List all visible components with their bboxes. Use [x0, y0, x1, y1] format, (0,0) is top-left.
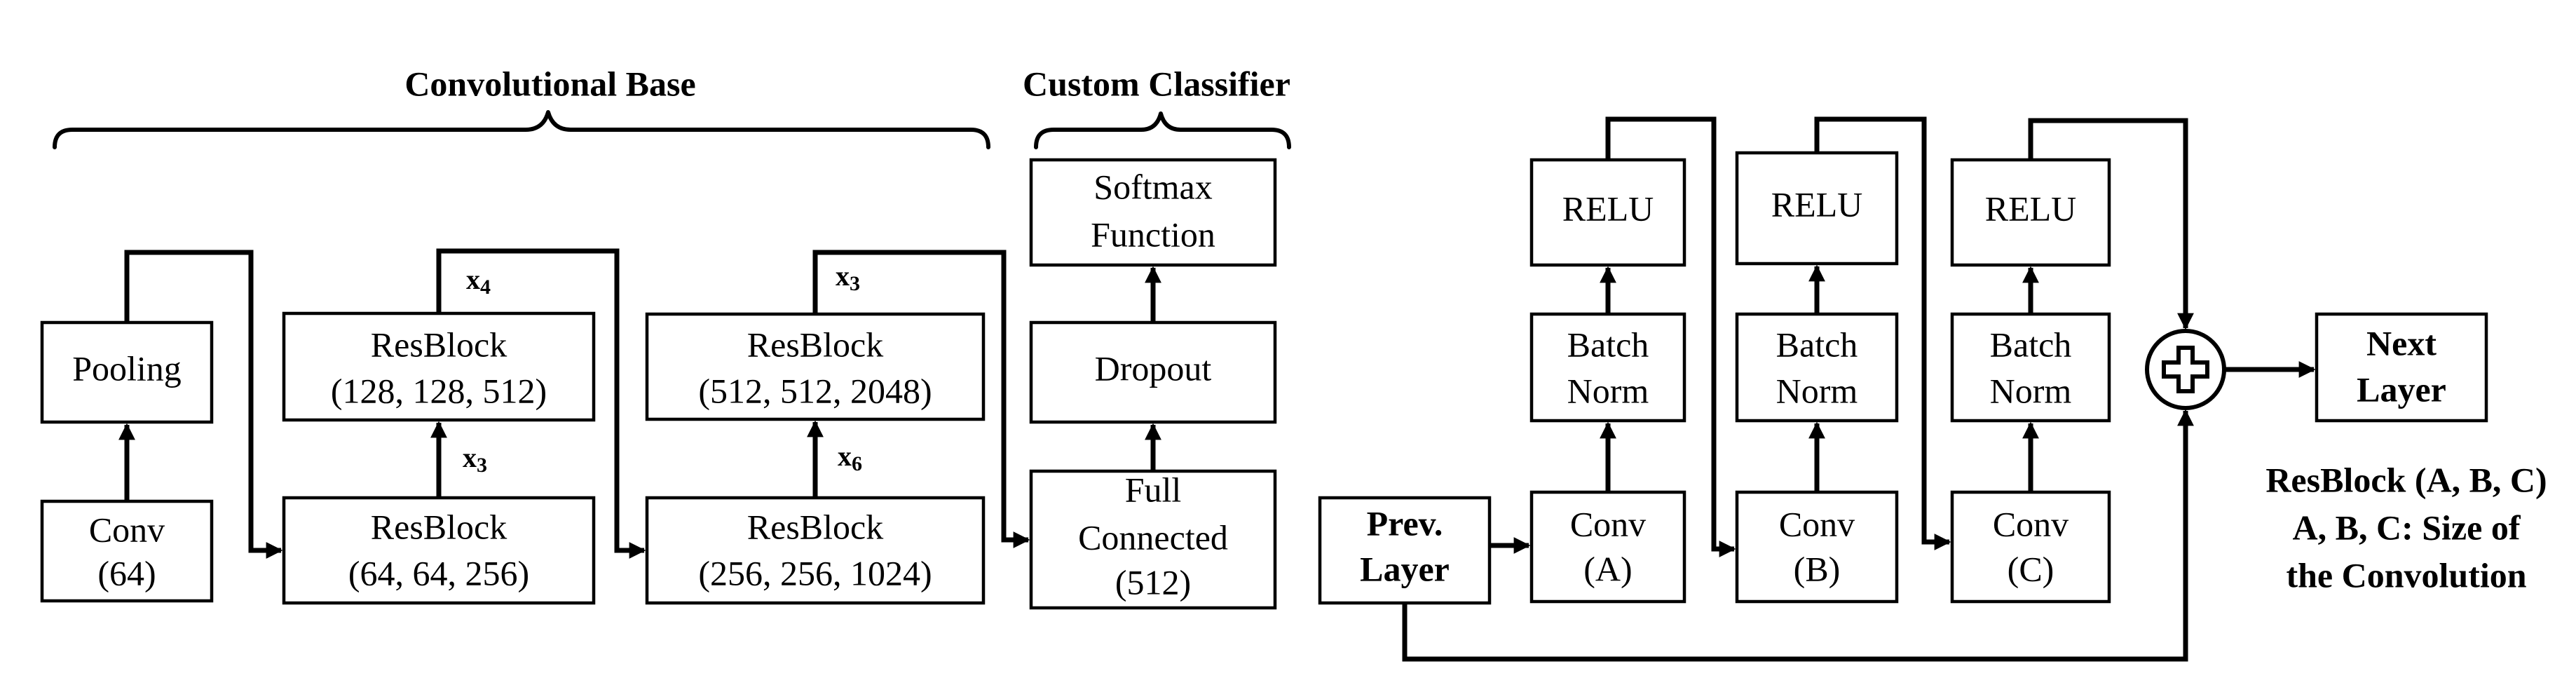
resblock-128-128-512: ResBlock (128, 128, 512): [282, 311, 596, 422]
prev-layer-line2: Layer: [1360, 549, 1450, 588]
conv-a-line2: (A): [1583, 549, 1632, 588]
softmax-line1: Softmax: [1093, 167, 1212, 206]
multiplier-resblock1: x3: [463, 442, 487, 477]
batch-norm-a-line1: Batch: [1567, 325, 1649, 364]
resblock-256-256-1024: ResBlock (256, 256, 1024): [645, 496, 986, 605]
plus-icon: [2145, 329, 2226, 410]
custom-classifier-title: Custom Classifier: [1023, 64, 1290, 103]
multiplier-resblock4: x3: [836, 260, 860, 295]
arrow-resblock4-to-full-connected: [812, 250, 1030, 548]
conv-c-line2: (C): [2008, 549, 2054, 588]
arrow-resblock2-to-resblock3: [436, 248, 646, 559]
legend-line3: the Convolution: [2286, 555, 2526, 595]
batch-norm-b-line2: Norm: [1776, 371, 1858, 410]
next-layer-block: Next Layer: [2315, 312, 2488, 423]
softmax-line2: Function: [1091, 215, 1215, 254]
dropout-block: Dropout: [1029, 320, 1277, 424]
resblock-512-label-line1: ResBlock: [747, 325, 883, 364]
next-layer-line1: Next: [2366, 323, 2437, 362]
batch-norm-a-block: Batch Norm: [1529, 312, 1686, 423]
batch-norm-c-block: Batch Norm: [1950, 312, 2111, 423]
pooling-block: Pooling: [40, 320, 214, 424]
batch-norm-b-line1: Batch: [1776, 325, 1858, 364]
batch-norm-b-block: Batch Norm: [1735, 312, 1899, 423]
relu-c-block: RELU: [1950, 158, 2111, 267]
conv-c-line1: Conv: [1993, 504, 2069, 543]
arrow-relu-a-to-conv-b: [1605, 116, 1736, 557]
conv-64-label-line1: Conv: [89, 510, 165, 549]
conv-64-label-line2: (64): [97, 553, 156, 592]
multiplier-resblock3: x6: [838, 440, 862, 475]
pooling-label: Pooling: [72, 348, 182, 388]
arrow-relu-b-to-conv-c: [1814, 116, 1951, 550]
conv-b-line1: Conv: [1779, 504, 1855, 543]
conv-a-line1: Conv: [1570, 504, 1646, 543]
full-connected-line2: Connected: [1078, 517, 1228, 557]
resblock-64-label-line2: (64, 64, 256): [348, 553, 529, 592]
arrow-pooling-to-resblock1: [124, 250, 283, 559]
legend-line2: A, B, C: Size of: [2293, 508, 2521, 547]
full-connected-block: Full Connected (512): [1029, 469, 1277, 610]
resblock-64-64-256: ResBlock (64, 64, 256): [282, 496, 596, 605]
conv-64-block: Conv (64): [40, 499, 214, 603]
conv-a-block: Conv (A): [1529, 490, 1686, 604]
softmax-block: Softmax Function: [1029, 158, 1277, 267]
batch-norm-a-line2: Norm: [1567, 371, 1649, 410]
conv-b-line2: (B): [1794, 549, 1841, 588]
resblock-64-label-line1: ResBlock: [371, 507, 507, 546]
arrow-relu-c-to-adder: [2028, 118, 2194, 330]
convolutional-base-title: Convolutional Base: [404, 64, 695, 103]
convolutional-base-brace: [53, 110, 990, 149]
custom-classifier-brace: [1034, 111, 1291, 149]
resblock-128-label-line2: (128, 128, 512): [331, 371, 547, 410]
batch-norm-c-line2: Norm: [1990, 371, 2072, 410]
dropout-label: Dropout: [1095, 348, 1212, 388]
relu-b-label: RELU: [1771, 184, 1863, 224]
relu-a-label: RELU: [1562, 189, 1654, 228]
legend-line1: ResBlock (A, B, C): [2265, 460, 2547, 499]
multiplier-resblock2: x4: [466, 264, 491, 299]
resblock-256-label-line2: (256, 256, 1024): [698, 553, 932, 592]
batch-norm-c-line1: Batch: [1990, 325, 2072, 364]
relu-a-block: RELU: [1529, 158, 1686, 267]
full-connected-line1: Full: [1125, 470, 1182, 509]
prev-layer-line1: Prev.: [1367, 503, 1443, 543]
relu-b-block: RELU: [1735, 151, 1899, 266]
resblock-128-label-line1: ResBlock: [371, 325, 507, 364]
conv-c-block: Conv (C): [1950, 490, 2111, 604]
conv-b-block: Conv (B): [1735, 490, 1899, 604]
resblock-512-label-line2: (512, 512, 2048): [698, 371, 932, 410]
resblock-256-label-line1: ResBlock: [747, 507, 883, 546]
relu-c-label: RELU: [1985, 189, 2077, 228]
full-connected-line3: (512): [1115, 562, 1191, 602]
prev-layer-block: Prev. Layer: [1318, 496, 1492, 605]
skip-connection-arrow: [1402, 409, 2194, 662]
next-layer-line2: Layer: [2357, 369, 2446, 409]
resblock-512-512-2048: ResBlock (512, 512, 2048): [645, 312, 986, 421]
